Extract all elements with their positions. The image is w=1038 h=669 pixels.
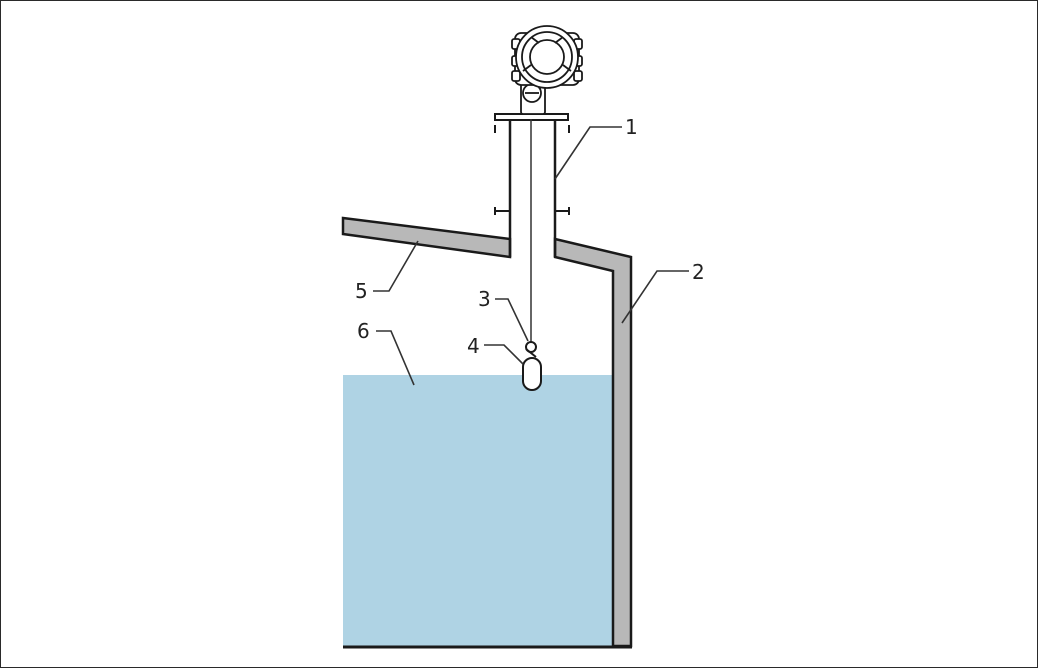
nozzle <box>494 119 570 257</box>
callout-5: 5 <box>355 279 368 303</box>
leader-line-5 <box>373 240 419 292</box>
callout-2: 2 <box>692 260 705 284</box>
callout-4: 4 <box>467 334 480 358</box>
gauge-head-icon <box>511 25 583 115</box>
leader-line-6 <box>376 330 415 386</box>
leader-line-1 <box>554 126 622 180</box>
leader-line-3 <box>495 298 529 342</box>
leader-line-4 <box>484 344 524 365</box>
callout-1: 1 <box>625 115 638 139</box>
liquid-fill <box>343 375 613 647</box>
displacer <box>522 357 542 391</box>
leader-line-2 <box>621 270 689 324</box>
callout-6: 6 <box>357 319 370 343</box>
wire-hook-icon <box>525 341 537 358</box>
tank-roof-left <box>341 216 512 259</box>
callout-3: 3 <box>478 287 491 311</box>
